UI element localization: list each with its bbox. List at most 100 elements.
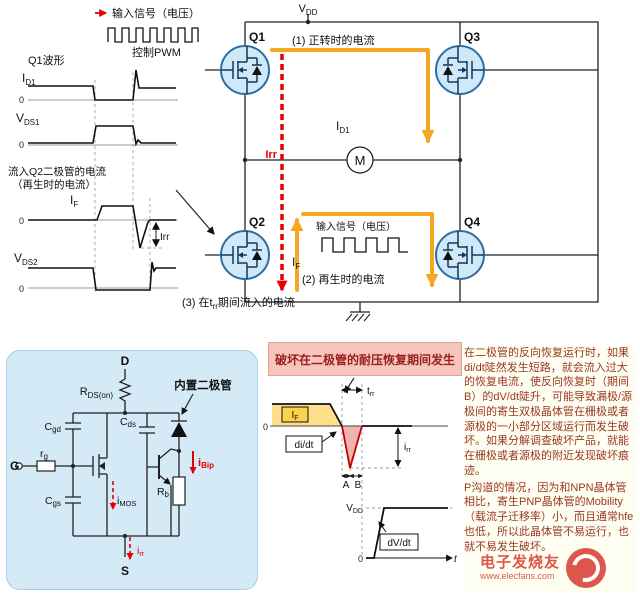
motor-label: M [355, 153, 366, 168]
recovery-guides [341, 384, 452, 558]
recovery-header: 破坏在二极管的耐压恢复期间发生 [268, 342, 462, 376]
elecfans-logo-icon [566, 548, 607, 588]
didt-arrow-icon [321, 431, 337, 443]
if-box [281, 406, 309, 423]
zero-label: 0 [19, 216, 24, 226]
waveform-curves [28, 69, 176, 291]
recovery-area-fill [342, 426, 362, 468]
zero-label: 0 [19, 140, 24, 150]
source-label: S [121, 564, 129, 578]
ground-icon [345, 313, 371, 322]
regen-current-path [290, 212, 439, 292]
ibip-label: iBip [198, 457, 214, 470]
q1-waveform-title: Q1波形 [28, 54, 65, 67]
forward-current-path [270, 48, 435, 143]
elecfans-watermark: 电子发烧友 www.elecfans.com [480, 543, 636, 593]
id1-circuit-label: ID1 [336, 119, 350, 135]
builtin-diode-label: 内置二极管 [174, 378, 232, 392]
recovery-waveform-diagram: IF trr di/dt irr A B 0 VDD 0 t dV/dt [263, 377, 458, 565]
vds1-waveform-label: VDS1 [16, 111, 40, 127]
vdd-label: VDD [299, 3, 318, 17]
zero-label: 0 [358, 554, 363, 564]
cds-label: Cds [120, 416, 136, 429]
mosfet-q3-icon [435, 45, 485, 95]
if-curve [272, 403, 343, 427]
watermark-site-name: 电子发烧友 [480, 553, 561, 571]
note1-label: (1) 正转时的电流 [292, 33, 375, 47]
dvdt-label: dV/dt [387, 538, 411, 549]
mos-body-arrow-icon [99, 462, 105, 470]
builtin-diode-arrow-icon [181, 393, 194, 415]
motor-icon [346, 146, 374, 174]
recovery-spike-curve [341, 425, 363, 469]
didt-label: di/dt [295, 440, 314, 451]
vds1-curve [28, 125, 176, 147]
id1-waveform-label: ID1 [22, 71, 36, 87]
irr-waveform-label: Irr [160, 232, 170, 243]
rb-resistor-icon [172, 476, 186, 506]
vds2-waveform-label: VDS2 [14, 251, 38, 267]
didt-box [285, 435, 323, 453]
period-a-label: A [343, 480, 350, 491]
cgs-label: Cgs [45, 495, 61, 508]
bridge-diagram: M 输入信号（电压） 控制PWM Q1波形 ID1 [8, 3, 599, 322]
irr-label: irr [404, 442, 412, 454]
if-curve [28, 205, 176, 249]
mosfet-q4-icon [435, 230, 485, 280]
q1-label: Q1 [249, 30, 265, 44]
equiv-nodes [71, 411, 181, 538]
zero-label: 0 [19, 95, 24, 105]
description-panel: 在二极管的反向恢复运行时，如果di/dt陡然发生短路，就会流入过大的恢复电流，使… [464, 346, 636, 592]
rdson-label: RDS(on) [80, 386, 114, 400]
if-waveform-label: IF [70, 193, 78, 209]
watermark-site-url: www.elecfans.com [480, 571, 555, 582]
zero-label: 0 [263, 422, 268, 432]
trr-label: trr [367, 386, 375, 398]
description-para-2: P沟道的情况，因为和NPN晶体管相比，寄生PNP晶体管的Mobility（载流子… [464, 481, 634, 553]
if-circuit-label: IF [292, 255, 300, 271]
equivalent-circuit-diagram: D RDS(on) 内置二极管 Cgd rg G Cgs Cds iMOS Rb… [10, 354, 232, 578]
drain-label: D [121, 354, 130, 368]
input-signal-circuit-label: 输入信号（电压） [316, 220, 396, 233]
q4-label: Q4 [464, 215, 480, 229]
id1-curve [28, 69, 176, 101]
q2-diode-current-text-2: （再生时的电流） [12, 178, 96, 191]
watermark-text: 电子发烧友 www.elecfans.com [480, 553, 561, 582]
input-signal-label: 输入信号（电压） [112, 6, 200, 20]
rg-label: rg [40, 448, 48, 461]
gate-terminal-icon [15, 462, 23, 470]
cgd-label: Cgd [45, 421, 62, 434]
circuit-nodes [242, 19, 463, 163]
recovery-header-text: 破坏在二极管的耐压恢复期间发生 [274, 352, 455, 367]
gate-label: G [10, 459, 19, 473]
q2-label: Q2 [249, 215, 265, 229]
mosfet-q2-icon [220, 230, 270, 280]
irr-label: irr [137, 545, 145, 558]
control-pwm-label: 控制PWM [132, 45, 181, 59]
rg-resistor-icon [36, 460, 56, 472]
pwm-waveform [107, 27, 199, 43]
waveform-axes [28, 99, 178, 289]
q2-diode-current-text-1: 流入Q2二极管的电流 [8, 165, 107, 178]
zero-label: 0 [19, 284, 24, 294]
note3-label: (3) 在trr期间流入的电流 [182, 295, 295, 311]
if-box-label: IF [291, 410, 298, 422]
equivalent-circuit-panel: D RDS(on) 内置二极管 Cgd rg G Cgs Cds iMOS Rb… [6, 350, 258, 590]
body-diode-icon [171, 422, 187, 437]
q3-label: Q3 [464, 30, 480, 44]
voltage-curve [366, 507, 448, 559]
waveform-guides [94, 72, 162, 292]
imos-label: iMOS [117, 495, 136, 508]
dvdt-arrow-icon [378, 521, 387, 533]
rb-label: Rb [157, 486, 170, 499]
rdson-resistor-icon [118, 378, 132, 403]
vds2-curve [28, 261, 176, 291]
period-b-label: B [355, 480, 362, 491]
dvdt-box [379, 533, 419, 551]
note2-label: (2) 再生时的电流 [302, 272, 385, 286]
equiv-wires [22, 369, 187, 557]
vdd-label: VDD [346, 503, 363, 515]
t-axis-label: t [454, 554, 458, 565]
description-para-1: 在二极管的反向恢复运行时，如果di/dt陡然发生短路，就会流入过大的恢复电流，使… [464, 347, 633, 477]
